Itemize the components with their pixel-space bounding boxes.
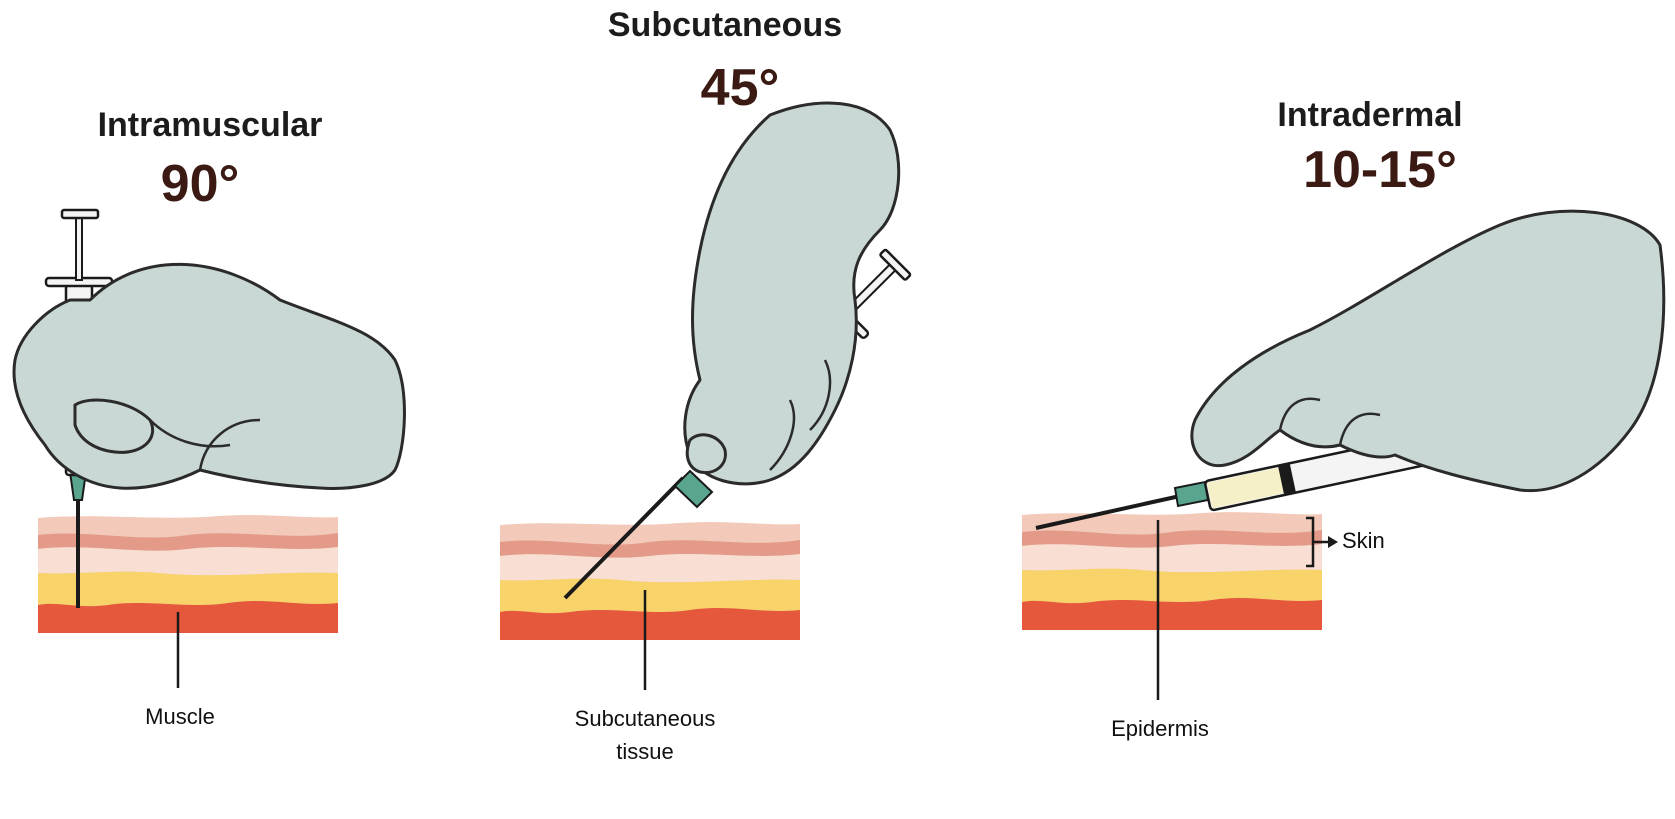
intradermal-angle: 10-15° <box>1260 140 1500 200</box>
subcutaneous-tissue-label-line1: Subcutaneous <box>575 706 716 731</box>
subcutaneous-panel <box>500 103 919 690</box>
subcutaneous-tissue-block <box>500 522 800 640</box>
intramuscular-plunger-rod <box>76 215 82 280</box>
intramuscular-panel <box>14 210 404 688</box>
subcutaneous-title: Subcutaneous <box>555 6 895 45</box>
intradermal-tissue-block <box>1022 512 1322 630</box>
intramuscular-title: Intramuscular <box>40 106 380 145</box>
subcutaneous-needle-hub <box>675 471 712 507</box>
subcutaneous-glove-fingertip <box>687 435 725 473</box>
intradermal-panel <box>1022 211 1664 700</box>
subcutaneous-angle: 45° <box>640 58 840 118</box>
intramuscular-tissue-block <box>38 515 338 633</box>
skin-arrow-head-icon <box>1328 536 1338 548</box>
subcutaneous-tissue-label: Subcutaneous tissue <box>535 702 755 768</box>
muscle-label: Muscle <box>110 700 250 733</box>
epidermis-label: Epidermis <box>1070 712 1250 745</box>
subcutaneous-tissue-label-line2: tissue <box>616 739 673 764</box>
intradermal-glove-hand <box>1192 211 1664 491</box>
intramuscular-plunger-thumb <box>62 210 98 218</box>
intradermal-title: Intradermal <box>1220 96 1520 135</box>
skin-label: Skin <box>1342 528 1385 554</box>
intradermal-needle-hub <box>1175 482 1208 506</box>
intramuscular-angle: 90° <box>100 154 300 214</box>
